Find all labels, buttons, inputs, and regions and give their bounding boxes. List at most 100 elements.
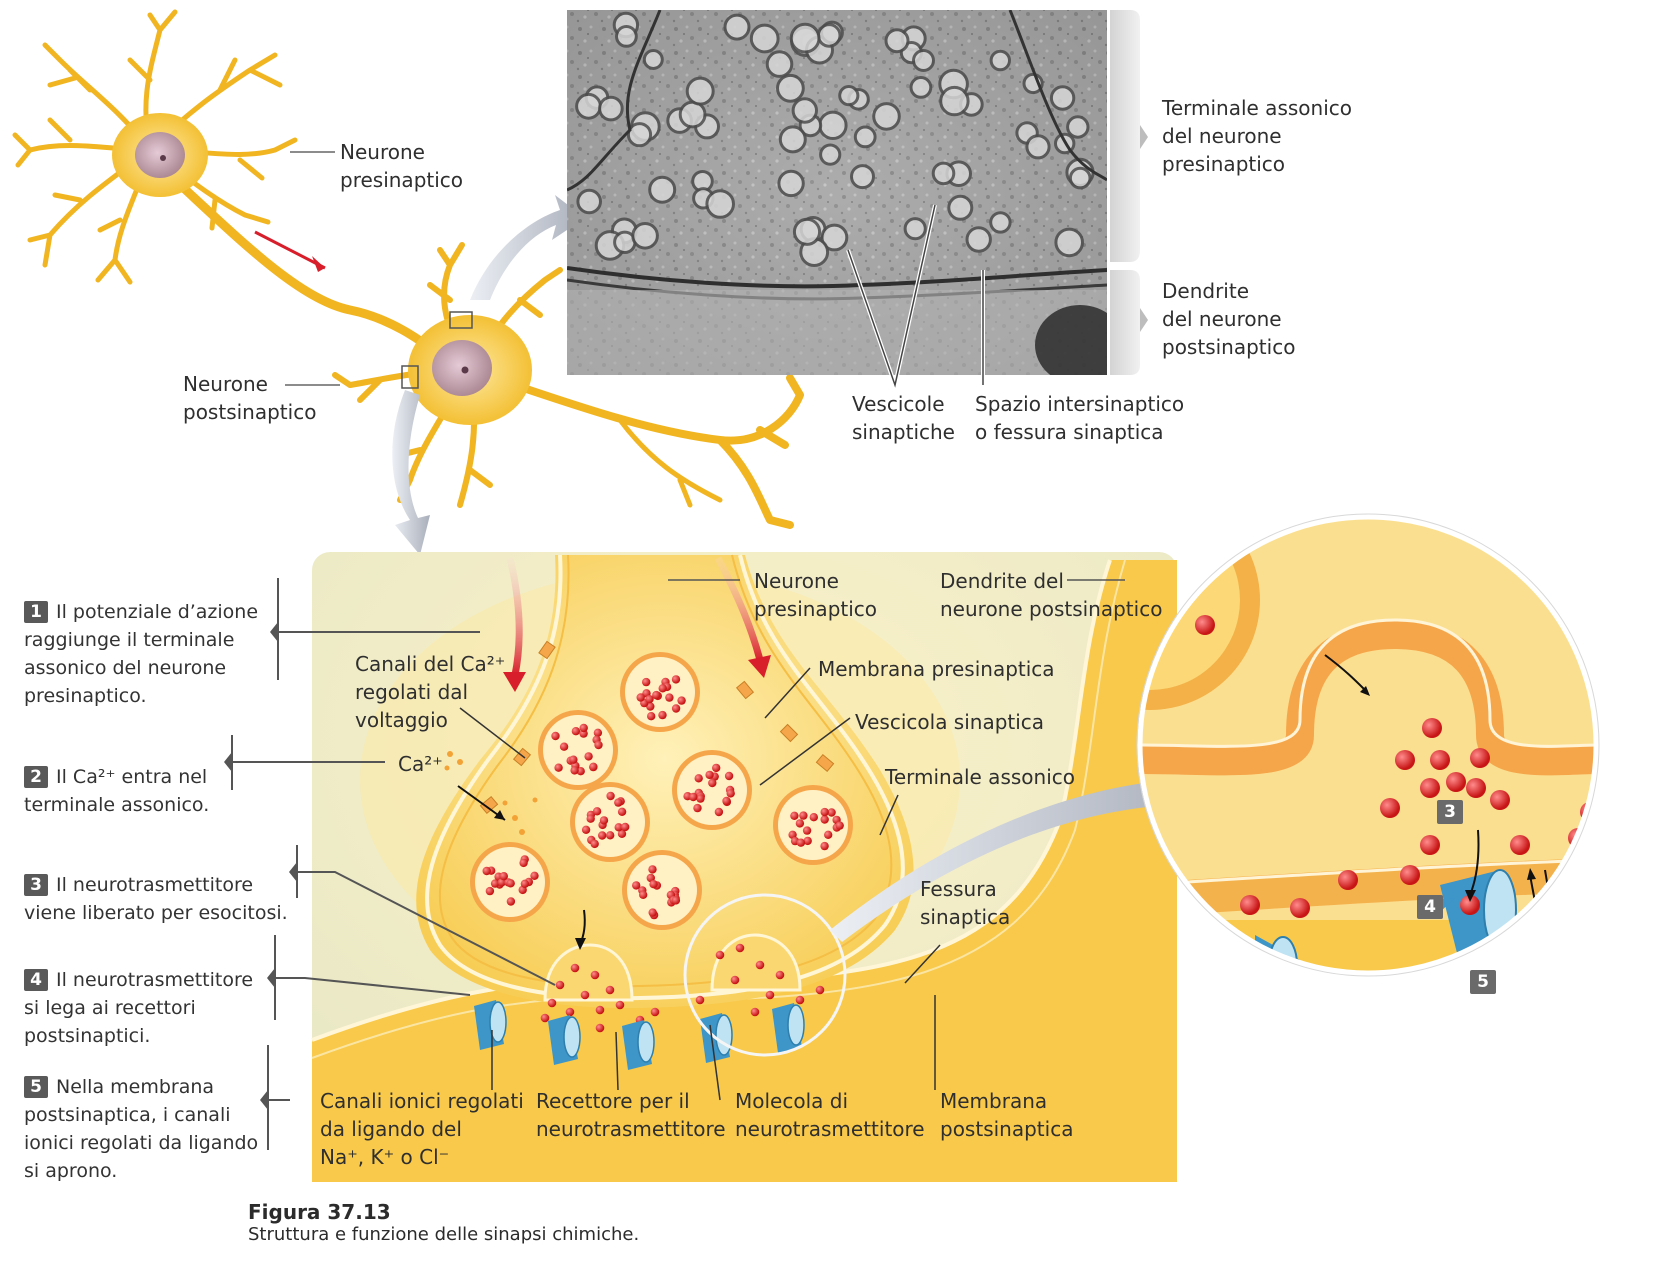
inset-neurotransmitter-dot: [1338, 870, 1358, 890]
step-4-number: 4: [24, 969, 48, 991]
neurotransmitter-dot: [606, 791, 615, 801]
step-3-number: 3: [24, 874, 48, 896]
neurotransmitter-dot: [632, 881, 641, 890]
neurotransmitter-dot: [642, 677, 651, 687]
micrograph-vesicle: [705, 189, 736, 219]
micrograph-vesicle: [723, 13, 751, 41]
neurotransmitter-dot: [584, 752, 593, 761]
neurotransmitter-dot: [636, 693, 645, 702]
neurotransmitter-dot: [705, 770, 714, 780]
synaptic-vesicle-lumen: [543, 715, 613, 785]
neurotransmitter-dot: [820, 807, 829, 817]
neurotransmitter-dot: [617, 807, 627, 816]
label-ca-ion: Ca²⁺: [398, 752, 443, 776]
label-presynaptic-membrane: Membrana presinaptica: [818, 657, 1055, 681]
step-2-text: Il Ca²⁺ entra nel terminale assonico.: [24, 766, 210, 816]
neurotransmitter-dot: [677, 696, 686, 705]
neurotransmitter-dot: [579, 723, 588, 733]
neurotransmitter-dot: [799, 811, 808, 820]
inset-neurotransmitter-dot: [1422, 718, 1442, 738]
neurotransmitter-dot: [648, 908, 657, 917]
micrograph-vesicle: [642, 49, 664, 70]
micrograph-vesicle: [776, 73, 805, 103]
neurotransmitter-dot: [775, 970, 785, 980]
neurotransmitter-dot: [569, 755, 578, 764]
neurotransmitter-dot: [554, 763, 563, 772]
neurotransmitter-dot: [712, 763, 721, 773]
inset-neurotransmitter-dot: [1430, 750, 1450, 770]
neurotransmitter-dot: [520, 879, 530, 888]
micrograph-vesicle: [791, 97, 818, 124]
neurotransmitter-dot: [790, 811, 799, 820]
inset-neurotransmitter-dot: [1395, 750, 1415, 770]
neurotransmitter-dot: [570, 766, 579, 775]
neurotransmitter-dot: [750, 1007, 760, 1017]
neurotransmitter-dot: [649, 880, 658, 889]
synapse-marker-left: [401, 365, 419, 389]
label-synaptic-vesicle: Vescicola sinaptica: [855, 710, 1045, 734]
micrograph-vesicle: [1049, 85, 1076, 111]
channel-pore: [787, 1004, 805, 1046]
neurotransmitter-dot: [658, 684, 667, 693]
figure-caption: Struttura e funzione delle sinapsi chimi…: [248, 1224, 640, 1245]
neurotransmitter-dot: [714, 807, 724, 817]
neurotransmitter-dot: [639, 890, 648, 899]
micrograph-vesicle: [903, 217, 927, 241]
inset-neurotransmitter-dot: [1240, 895, 1260, 915]
micrograph-vesicle: [989, 49, 1011, 72]
neurotransmitter-dot: [482, 866, 491, 876]
neurotransmitter-dot: [593, 728, 603, 737]
micrograph-vesicle: [749, 23, 780, 54]
step-5-number: 5: [24, 1076, 48, 1098]
label-ca-channels: Canali del Ca²⁺ regolati dal voltaggio: [355, 652, 506, 732]
figure-title: Figura 37.13: [248, 1200, 391, 1224]
presynaptic-nucleus: [135, 132, 185, 178]
neurotransmitter-dot: [696, 794, 705, 803]
label-micrograph-vesicles: Vescicole sinaptiche: [852, 392, 955, 444]
micrograph-vesicle: [853, 125, 877, 149]
synaptic-vesicle-lumen: [627, 855, 697, 925]
channel-pore: [563, 1016, 581, 1058]
neurotransmitter-dot: [547, 998, 557, 1008]
micrograph-vesicle: [838, 85, 860, 107]
neurotransmitter-dot: [820, 815, 829, 824]
neurotransmitter-dot: [571, 727, 581, 736]
neurotransmitter-dot: [802, 826, 812, 835]
micrograph-vesicle: [576, 188, 603, 215]
micrograph-vesicle: [909, 76, 933, 99]
neurotransmitter-dot: [506, 879, 515, 888]
micrograph-vesicle: [912, 49, 935, 72]
micrograph-vesicle: [678, 100, 707, 129]
step-brackets: [231, 578, 556, 1150]
inset-neurotransmitter-dot: [1380, 798, 1400, 818]
neurotransmitter-dot: [485, 886, 495, 896]
neurotransmitter-dot: [735, 943, 745, 953]
micrograph-vesicle: [626, 122, 653, 148]
neurotransmitter-dot: [671, 704, 681, 713]
inset-neurotransmitter-dot: [1460, 895, 1480, 915]
neurotransmitter-dot: [595, 1005, 605, 1015]
neurotransmitter-dot: [592, 807, 602, 816]
synapse-marker-top: [449, 311, 473, 329]
postsynaptic-nucleus: [432, 340, 492, 396]
neurotransmitter-dot: [693, 803, 702, 813]
neurotransmitter-molecules: [540, 943, 825, 1033]
neurotransmitter-dot: [519, 858, 528, 868]
micrograph-vesicle: [778, 125, 807, 154]
ca-channels: [479, 640, 835, 815]
neurotransmitter-dot: [650, 1007, 660, 1017]
micrograph-vesicle: [1025, 134, 1051, 160]
neurotransmitter-dot: [795, 995, 805, 1005]
bracket-axon-terminal: [1110, 10, 1140, 262]
neurotransmitter-dot: [835, 821, 844, 830]
neurotransmitter-dot: [689, 792, 698, 802]
neurotransmitter-dot: [581, 825, 591, 834]
neurotransmitter-dot: [551, 731, 560, 741]
step-1-text: Il potenziale d’azione raggiunge il term…: [24, 601, 259, 707]
neurotransmitter-dot: [506, 897, 516, 906]
micrograph-vesicle: [1066, 115, 1090, 139]
neurotransmitter-dot: [580, 990, 590, 1000]
step-2-number: 2: [24, 766, 48, 788]
